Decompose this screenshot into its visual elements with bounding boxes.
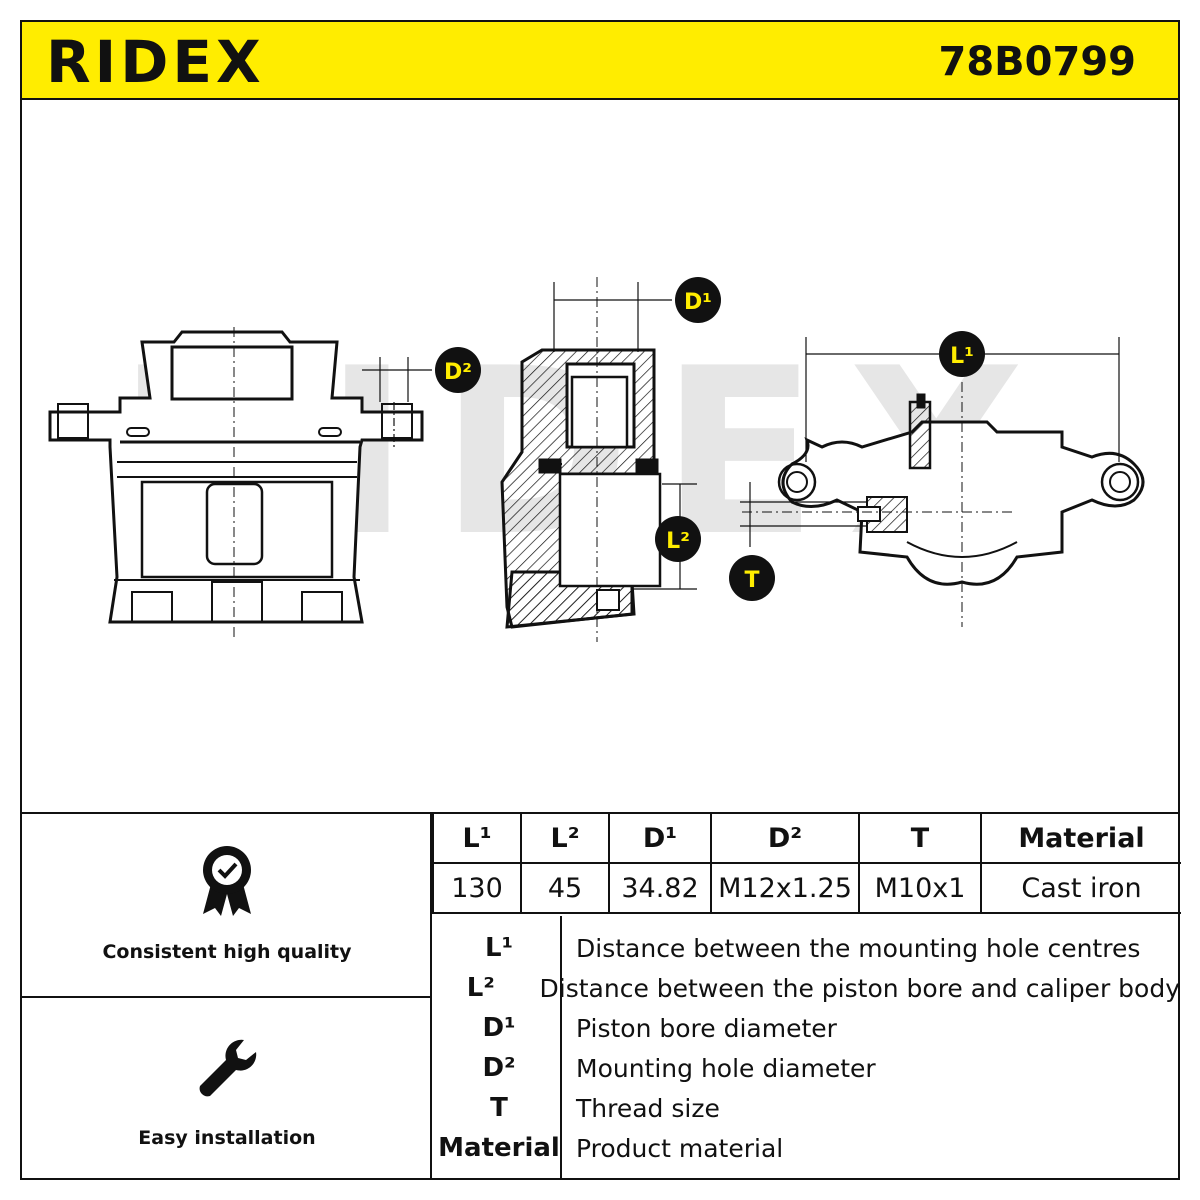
legend-desc: Thread size xyxy=(576,1093,720,1123)
legend-divider xyxy=(560,916,562,1180)
caliper-front-view xyxy=(48,327,424,637)
legend-key: L¹ xyxy=(485,933,513,963)
spec-value-cell: Cast iron xyxy=(980,862,1181,914)
legend-desc: Distance between the piston bore and cal… xyxy=(539,973,1180,1003)
wrench-icon xyxy=(199,1039,257,1097)
feature-divider xyxy=(22,996,432,998)
legend-row: Material Product material xyxy=(434,1128,1180,1168)
spec-table: L¹ L² D¹ D² T Material 130 45 34.82 M12x… xyxy=(432,814,1181,914)
callout-t-badge xyxy=(729,555,775,601)
legend-key: T xyxy=(490,1093,508,1123)
legend-row: D² Mounting hole diameter xyxy=(434,1048,1180,1088)
brand-logo: RIDEX xyxy=(46,28,265,96)
feature-installation-label: Easy installation xyxy=(138,1127,316,1149)
spec-header-cell: Material xyxy=(980,814,1181,864)
feature-installation: Easy installation xyxy=(22,1034,432,1149)
legend-key: L² xyxy=(466,973,495,1003)
spec-header-cell: D² xyxy=(710,814,860,864)
callout-d1: D¹ xyxy=(684,290,712,315)
legend-row: D¹ Piston bore diameter xyxy=(434,1008,1180,1048)
part-number: 78B0799 xyxy=(938,39,1136,85)
legend-key: D¹ xyxy=(482,1013,516,1043)
column-divider xyxy=(430,814,432,1180)
spec-header-cell: L¹ xyxy=(432,814,522,864)
callout-l1-badge xyxy=(939,331,985,377)
callout-d1-badge xyxy=(675,277,721,323)
callout-d2: D² xyxy=(444,360,472,385)
legend-row: T Thread size xyxy=(434,1088,1180,1128)
legend-desc: Product material xyxy=(576,1133,784,1163)
caliper-drawing: RIDEX D² xyxy=(48,277,1145,642)
legend: L¹ Distance between the mounting hole ce… xyxy=(434,928,1180,1168)
legend-desc: Piston bore diameter xyxy=(576,1013,837,1043)
spec-value-cell: 34.82 xyxy=(608,862,712,914)
spec-value-row: 130 45 34.82 M12x1.25 M10x1 Cast iron xyxy=(432,862,1181,914)
spec-value-cell: M10x1 xyxy=(858,862,982,914)
callout-l1: L¹ xyxy=(950,344,974,369)
caliper-side-view xyxy=(777,393,1145,586)
feature-quality: Consistent high quality xyxy=(22,844,432,963)
legend-row: L² Distance between the piston bore and … xyxy=(434,968,1180,1008)
spec-header-row: L¹ L² D¹ D² T Material xyxy=(432,814,1181,864)
legend-desc: Mounting hole diameter xyxy=(576,1053,876,1083)
spec-header-cell: D¹ xyxy=(608,814,712,864)
callout-l2: L² xyxy=(666,529,690,554)
spec-value-cell: 45 xyxy=(520,862,610,914)
header-bar: RIDEX 78B0799 xyxy=(20,20,1180,100)
callout-t: T xyxy=(744,568,759,593)
spec-header-cell: L² xyxy=(520,814,610,864)
legend-key: Material xyxy=(438,1133,560,1163)
legend-key: D² xyxy=(482,1053,516,1083)
legend-row: L¹ Distance between the mounting hole ce… xyxy=(434,928,1180,968)
legend-desc: Distance between the mounting hole centr… xyxy=(576,933,1141,963)
feature-quality-label: Consistent high quality xyxy=(102,941,352,963)
callout-d2-badge xyxy=(435,347,481,393)
dim-t xyxy=(740,482,867,547)
spec-area: Consistent high quality Easy installatio… xyxy=(20,812,1181,1180)
quality-badge-icon xyxy=(203,846,251,916)
dim-d2 xyxy=(362,357,432,447)
caliper-section-view xyxy=(500,348,662,629)
spec-value-cell: 130 xyxy=(432,862,522,914)
callout-l2-badge xyxy=(655,516,701,562)
spec-value-cell: M12x1.25 xyxy=(710,862,860,914)
spec-header-cell: T xyxy=(858,814,982,864)
dim-d1 xyxy=(553,282,672,352)
